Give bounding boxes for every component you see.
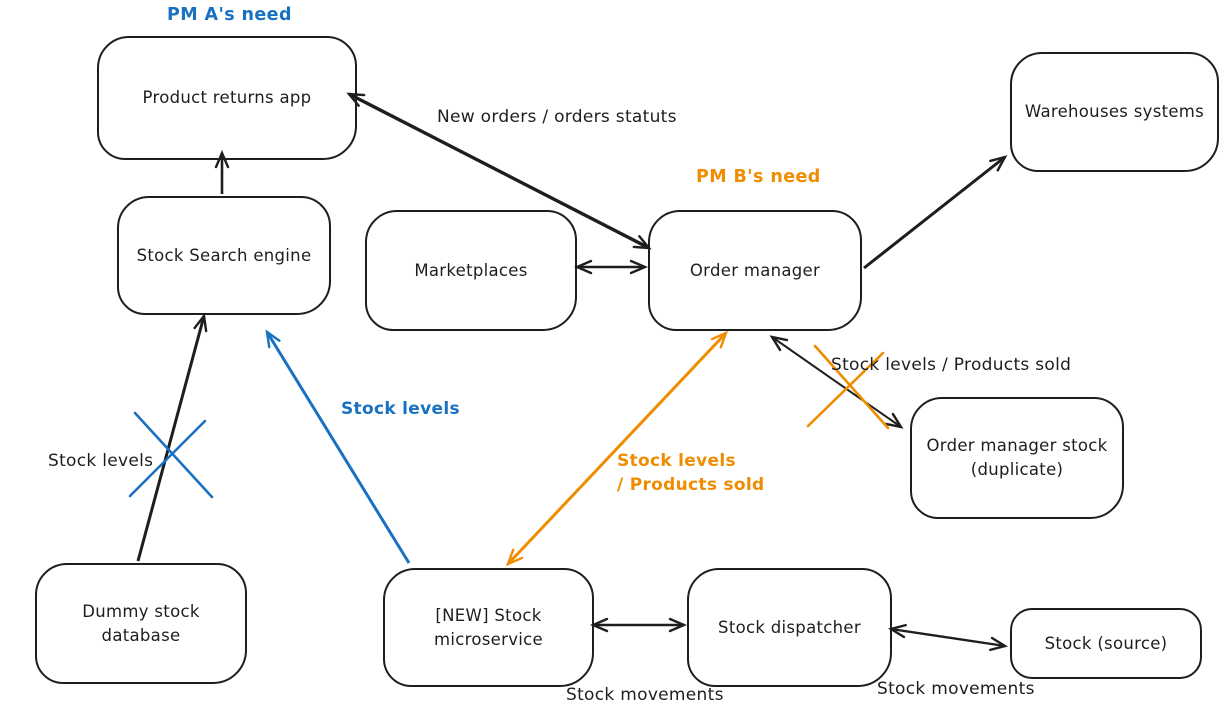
arrow-microservice-to-search-engine-blue	[267, 332, 411, 564]
orange-cross-mark	[806, 344, 890, 430]
node-warehouses-systems: Warehouses systems	[1010, 52, 1219, 172]
node-label: Stock Search engine	[136, 245, 312, 265]
node-stock-source: Stock (source)	[1010, 608, 1202, 679]
node-stock-search-engine: Stock Search engine	[117, 196, 331, 315]
node-label: Dummy stock database	[82, 601, 200, 645]
node-label: Stock dispatcher	[718, 617, 861, 637]
node-label: Warehouses systems	[1024, 102, 1205, 122]
arrow-returns-app-order-manager	[349, 92, 649, 250]
edge-label-stock-movements-right: Stock movements	[877, 679, 1035, 699]
node-label: Order manager stock (duplicate)	[926, 436, 1108, 479]
arrow-order-manager-microservice-orange	[508, 333, 726, 564]
arrow-dummy-db-to-search-engine	[136, 316, 204, 562]
pm-b-need-annotation: PM B's need	[696, 167, 821, 187]
node-label: Marketplaces	[414, 260, 528, 280]
node-label: Stock (source)	[1044, 633, 1168, 653]
node-label: [NEW] Stock microservice	[434, 605, 543, 649]
node-product-returns-app: Product returns app	[97, 36, 357, 160]
edge-label-stock-movements-left: Stock movements	[566, 685, 724, 705]
node-label: Product returns app	[142, 88, 312, 108]
node-new-stock-microservice: [NEW] Stock microservice	[383, 568, 594, 687]
node-order-manager-stock-duplicate: Order manager stock (duplicate)	[910, 397, 1124, 519]
arrow-dispatcher-stock-source	[891, 629, 1005, 646]
arrow-order-manager-duplicate-stock	[772, 337, 901, 427]
node-order-manager: Order manager	[648, 210, 862, 331]
node-label: Order manager	[689, 260, 821, 280]
edge-label-stock-levels-dummy: Stock levels	[48, 451, 154, 471]
edge-label-stock-levels-products-sold-orange: Stock levels / Products sold	[617, 451, 765, 495]
edge-label-stock-levels-blue: Stock levels	[341, 399, 460, 419]
edge-label-stock-levels-products-sold-black: Stock levels / Products sold	[831, 355, 1072, 375]
edge-label-new-orders: New orders / orders statuts	[437, 107, 677, 127]
node-marketplaces: Marketplaces	[365, 210, 577, 331]
blue-cross-mark	[128, 411, 214, 499]
pm-a-need-annotation: PM A's need	[167, 5, 292, 25]
node-dummy-stock-database: Dummy stock database	[35, 563, 247, 684]
arrow-order-manager-to-warehouses	[863, 157, 1005, 270]
node-stock-dispatcher: Stock dispatcher	[687, 568, 892, 687]
